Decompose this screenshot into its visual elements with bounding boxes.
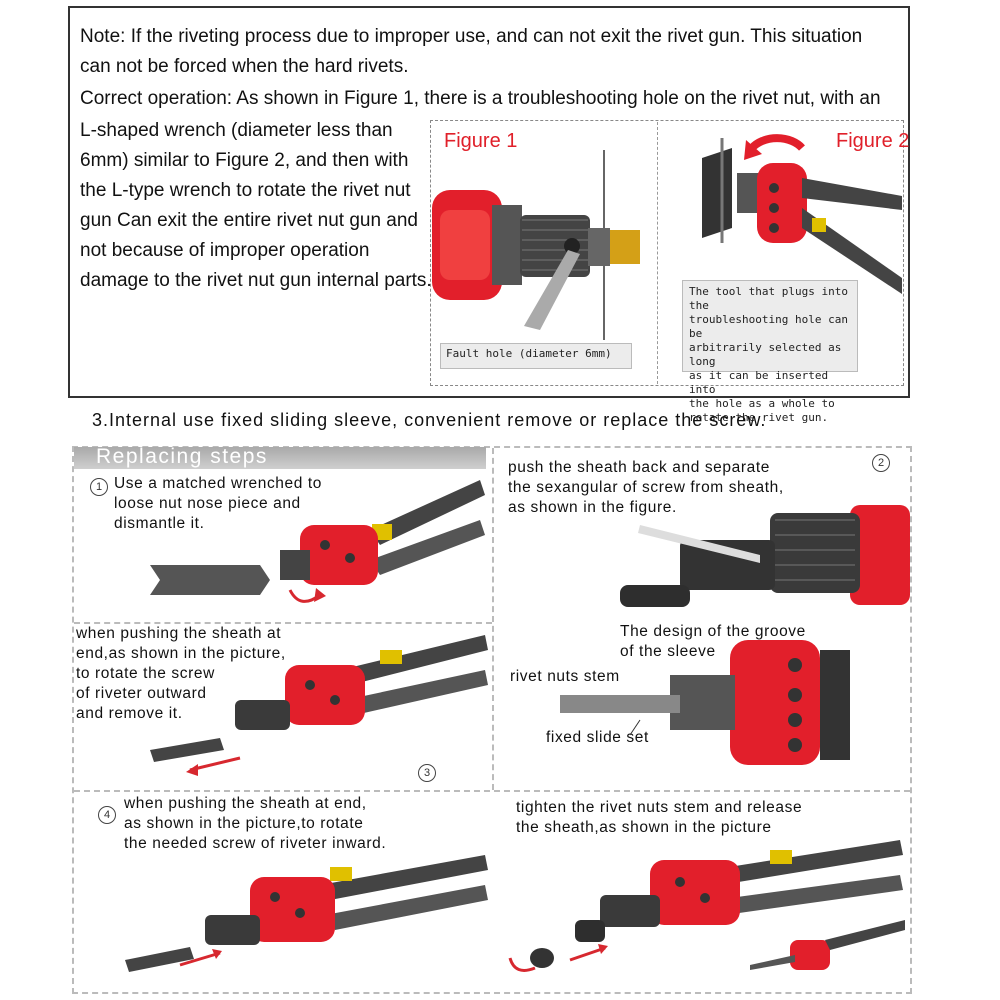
step-4-number: 4 <box>98 806 116 824</box>
step-2-illustration <box>620 505 910 607</box>
step-2-line-3: as shown in the figure. <box>508 499 677 516</box>
note-line-1: Note: If the riveting process due to imp… <box>80 26 863 47</box>
step-1-line-3: dismantle it. <box>114 515 205 532</box>
step-3-line-4: of riveter outward <box>76 685 207 702</box>
step-5-illustration <box>508 840 905 972</box>
step-5-line-1: tighten the rivet nuts stem and release <box>516 799 803 816</box>
figure-2-callout-line-5: the hole as a whole to <box>689 397 835 410</box>
figure-divider <box>657 122 658 384</box>
figure-2-title: Figure 2 <box>836 130 910 152</box>
fault-hole-label-box <box>440 343 632 369</box>
steps-header-title: Replacing steps <box>96 445 268 468</box>
steps-vertical-divider <box>492 448 494 790</box>
note-side-line-4: gun Can exit the entire rivet nut gun an… <box>80 210 419 231</box>
figure-2-callout-line-3: arbitrarily selected as long <box>689 341 842 368</box>
step-4-line-1: when pushing the sheath at end, <box>124 795 367 812</box>
steps-divider-bottom <box>74 790 910 792</box>
note-side-line-5: not because of improper operation <box>80 240 370 261</box>
groove-label-line-1: The design of the groove <box>620 623 806 640</box>
step-1-illustration <box>150 480 485 603</box>
step-1-line-2: loose nut nose piece and <box>114 495 301 512</box>
fault-hole-label: Fault hole (diameter 6mm) <box>446 347 612 360</box>
step-3-number: 3 <box>418 764 436 782</box>
figure-1-rivet-gun-illustration <box>432 150 640 340</box>
step-1-number: 1 <box>90 478 108 496</box>
steps-divider-left <box>74 622 492 624</box>
step-3-line-2: end,as shown in the picture, <box>76 645 286 662</box>
note-side-line-6: damage to the rivet nut gun internal par… <box>80 270 432 291</box>
step-2-number: 2 <box>872 454 890 472</box>
note-line-2: can not be forced when the hard rivets. <box>80 56 409 77</box>
step-2-line-1: push the sheath back and separate <box>508 459 770 476</box>
step-4-line-3: the needed screw of riveter inward. <box>124 835 387 852</box>
figure-2-callout-line-4: as it can be inserted into <box>689 369 829 396</box>
figure-2-callout-line-6: rotate the rivet gun. <box>689 411 829 424</box>
step-4-line-2: as shown in the picture,to rotate <box>124 815 364 832</box>
note-line-3: Correct operation: As shown in Figure 1,… <box>80 88 881 109</box>
step-5-line-2: the sheath,as shown in the picture <box>516 819 772 836</box>
sleeve-closeup-illustration <box>560 640 850 765</box>
step-3-illustration <box>150 635 488 776</box>
note-side-line-2: 6mm) similar to Figure 2, and then with <box>80 150 409 171</box>
step-1-line-1: Use a matched wrenched to <box>114 475 322 492</box>
groove-label-line-2: of the sleeve <box>620 643 716 660</box>
step-3-line-5: and remove it. <box>76 705 183 722</box>
slide-label: fixed slide set <box>546 729 649 746</box>
note-side-line-1: L-shaped wrench (diameter less than <box>80 120 393 141</box>
steps-header-bar <box>74 447 486 469</box>
step-4-illustration <box>125 855 488 972</box>
figure-2-callout-line-2: troubleshooting hole can be <box>689 313 848 340</box>
step-3-line-1: when pushing the sheath at <box>76 625 282 642</box>
figure-2-callout: The tool that plugs into the troubleshoo… <box>682 280 858 424</box>
figure-1-title: Figure 1 <box>444 130 518 152</box>
section-heading: 3.Internal use fixed sliding sleeve, con… <box>92 410 767 430</box>
figure-2-callout-line-1: The tool that plugs into the <box>689 285 848 312</box>
step-2-line-2: the sexangular of screw from sheath, <box>508 479 784 496</box>
note-side-line-3: the L-type wrench to rotate the rivet nu… <box>80 180 411 201</box>
step-3-line-3: to rotate the screw <box>76 665 215 682</box>
stem-label: rivet nuts stem <box>510 668 620 685</box>
figure-2-rivet-gun-illustration <box>702 134 902 294</box>
